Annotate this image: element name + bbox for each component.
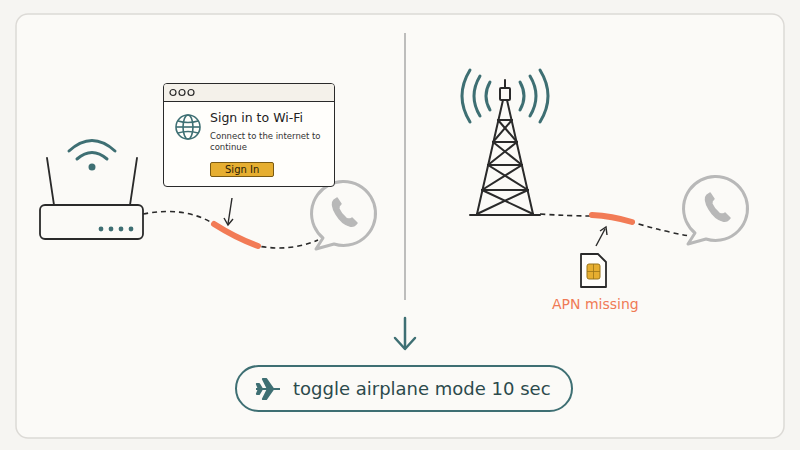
node-body: Connect to the internet to continue — [210, 131, 322, 154]
globe-icon — [174, 113, 202, 141]
node-title: Sign In — [225, 164, 259, 175]
title-bar — [164, 84, 334, 102]
warning-label: APN missing — [552, 296, 639, 312]
airplane-icon — [255, 378, 281, 400]
node-title: toggle airplane mode 10 sec — [293, 378, 551, 399]
node-title: Sign in to Wi-Fi — [210, 110, 322, 125]
window-dots — [164, 84, 204, 101]
action-pill: toggle airplane mode 10 sec — [235, 365, 573, 412]
signin-popup: Sign in to Wi-FiConnect to the internet … — [163, 83, 335, 187]
signin-button: Sign In — [210, 162, 274, 177]
